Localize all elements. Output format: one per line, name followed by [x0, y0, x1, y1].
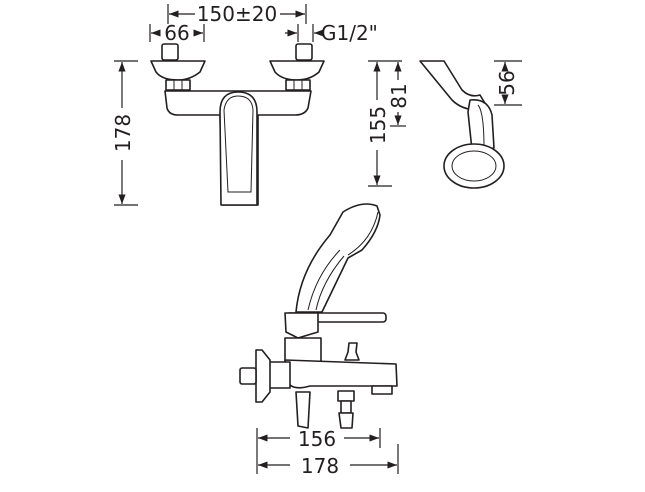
dimension-label: 66 — [164, 21, 189, 45]
dimension-label: 178 — [111, 114, 135, 152]
side-view: 155 81 56 — [366, 60, 522, 189]
dimension-label: 150±20 — [197, 2, 277, 26]
mixer-front — [150, 43, 325, 206]
dimension-label: 56 — [495, 70, 519, 95]
mixer-top — [239, 203, 398, 429]
dimension-81: 81 — [387, 61, 411, 127]
dimension-label: G1/2" — [321, 21, 378, 45]
dimension-label: 81 — [387, 83, 411, 108]
dimension-56: 56 — [494, 60, 522, 106]
dimension-thread: G1/2" — [285, 21, 378, 45]
dimension-178-vertical: 178 — [111, 60, 138, 206]
dimension-label: 156 — [298, 427, 336, 451]
dimension-label: 178 — [301, 454, 339, 478]
dimension-178-horizontal: 178 — [258, 444, 399, 478]
dimension-66: 66 — [149, 21, 205, 45]
dimension-label: 155 — [366, 106, 390, 144]
dimension-156: 156 — [256, 427, 381, 474]
dimension-155: 155 — [366, 60, 402, 187]
bottom-view: 156 178 — [239, 203, 399, 478]
mixer-side — [419, 60, 505, 189]
dimension-150: 150±20 — [167, 2, 307, 26]
front-view: 150±20 66 G1/2" 178 — [111, 2, 378, 206]
